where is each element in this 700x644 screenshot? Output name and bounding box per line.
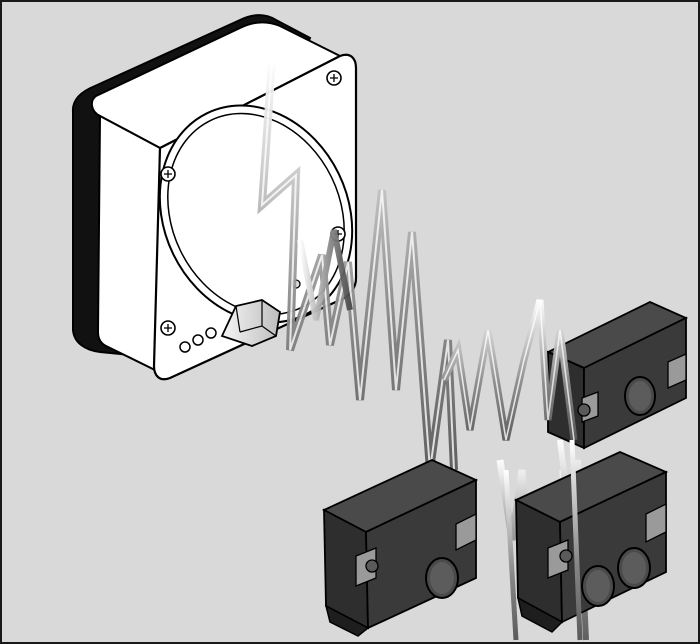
led-indicator — [193, 335, 203, 345]
led-indicator — [180, 342, 190, 352]
screw-icon — [327, 71, 341, 85]
receiver-side-face — [98, 116, 160, 370]
led-indicator — [206, 328, 216, 338]
screw-icon — [161, 321, 175, 335]
screw-icon — [161, 167, 175, 181]
